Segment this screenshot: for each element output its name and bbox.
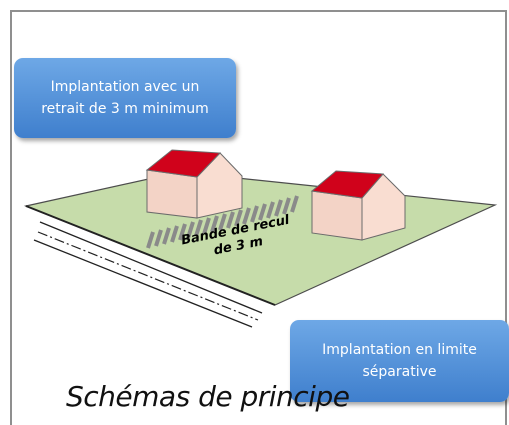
callout-boundary-implantation: Implantation en limite séparative [290,320,509,402]
callout-setback-line2: retrait de 3 m minimum [41,101,209,117]
street-lines [33,221,263,328]
house-on-boundary [310,170,406,241]
callout-setback-line1: Implantation avec un [50,79,200,95]
callout-boundary-line2: séparative [362,364,437,380]
diagram-caption: Schémas de principe [66,380,350,413]
callout-setback-implantation: Implantation avec un retrait de 3 m mini… [14,58,236,138]
diagram-frame [10,10,507,425]
house-setback [145,149,243,219]
setback-band [146,195,299,249]
callout-boundary-line1: Implantation en limite [322,342,477,358]
street-edge [25,205,276,306]
